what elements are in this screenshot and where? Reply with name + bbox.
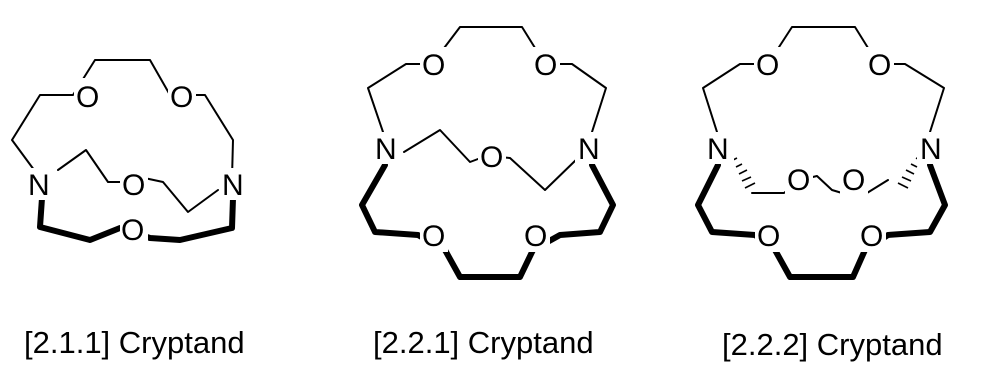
bottom-bridge-bonds [359, 162, 616, 280]
oxygen-bottom-left: O [757, 220, 780, 253]
oxygen-middle-right: O [842, 164, 865, 197]
oxygen-bottom-left: O [422, 220, 445, 253]
oxygen-top-left: O [422, 49, 445, 82]
nitrogen-left: N [28, 169, 50, 202]
oxygen-middle-left: O [787, 164, 810, 197]
oxygen-middle: O [122, 169, 145, 202]
oxygen-top-right: O [170, 81, 193, 114]
oxygen-top-left: O [76, 81, 99, 114]
top-bridge-bonds [367, 26, 607, 133]
nitrogen-right: N [920, 133, 942, 166]
hashed-wedge-left [732, 157, 756, 189]
caption-221: [2.2.1] Cryptand [373, 325, 594, 360]
cryptand-211: N N O O O O [2.1.1] Cryptand [11, 59, 249, 360]
nitrogen-left: N [375, 133, 397, 166]
top-bridge-bonds [702, 26, 945, 133]
caption-222: [2.2.2] Cryptand [722, 327, 943, 362]
cryptand-221: N N O O O O O [2.2.1] Cryptand [359, 26, 616, 360]
bottom-bridge-bonds [695, 162, 948, 280]
caption-211: [2.1.1] Cryptand [24, 325, 245, 360]
nitrogen-left: N [707, 133, 729, 166]
oxygen-top-right: O [868, 49, 891, 82]
nitrogen-right: N [222, 169, 244, 202]
oxygen-middle: O [480, 141, 503, 174]
cryptand-222: N N O O O O O O [2.2.2] Cryptand [695, 26, 948, 362]
oxygen-top-left: O [756, 49, 779, 82]
nitrogen-right: N [578, 133, 600, 166]
top-bridge-bonds [11, 59, 234, 179]
oxygen-bottom-right: O [524, 220, 547, 253]
hashed-wedge-right [897, 157, 921, 189]
oxygen-bottom: O [121, 214, 144, 247]
oxygen-top-right: O [534, 49, 557, 82]
oxygen-bottom-right: O [860, 220, 883, 253]
